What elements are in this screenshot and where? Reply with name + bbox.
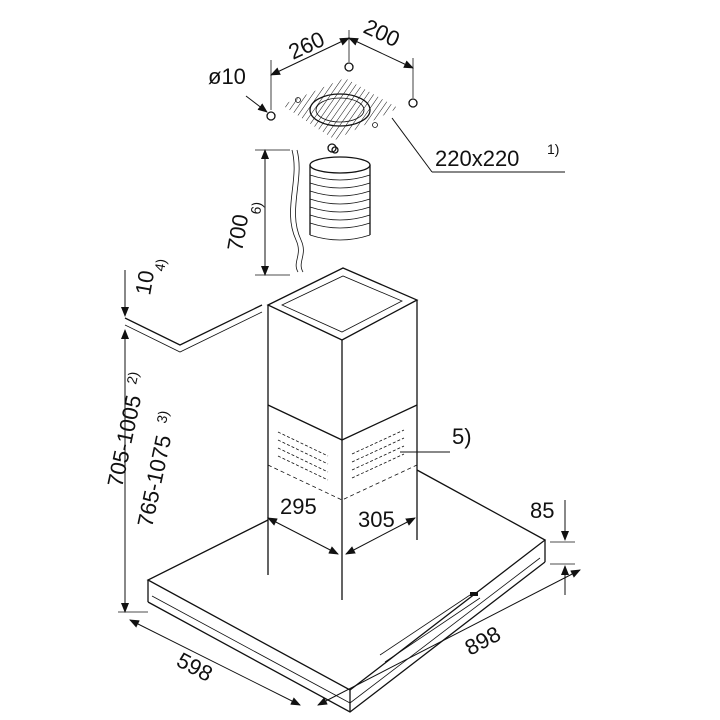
vent-note: 5) bbox=[452, 424, 472, 449]
height-range-2-note: 3) bbox=[153, 409, 171, 425]
cutout-size-label: 220x220 bbox=[435, 146, 519, 171]
duct-length-note: 6) bbox=[247, 200, 265, 215]
height-range-1-note: 2) bbox=[123, 370, 141, 386]
vent-slots bbox=[277, 429, 405, 481]
height-range-1-label: 705-1005 bbox=[102, 393, 146, 489]
bracket-width-label: 260 bbox=[285, 26, 329, 64]
duct-length-label: 700 bbox=[222, 212, 253, 253]
canopy-depth-label: 598 bbox=[173, 647, 217, 686]
duct-length-dimension bbox=[255, 149, 290, 276]
flexible-duct bbox=[309, 146, 371, 241]
height-range-2-label: 765-1075 bbox=[132, 433, 176, 529]
mounting-hole bbox=[266, 111, 276, 121]
hole-diameter-label: ø10 bbox=[208, 64, 246, 89]
mounting-hole bbox=[408, 98, 418, 108]
ceiling-gap-label: 10 bbox=[130, 268, 159, 296]
chimney-depth-label: 295 bbox=[280, 494, 317, 519]
canopy-width-label: 898 bbox=[461, 621, 505, 660]
ceiling-line bbox=[124, 304, 263, 346]
canopy-height-label: 85 bbox=[530, 498, 554, 523]
canopy-footprint-dimensions bbox=[129, 569, 581, 706]
height-dimension bbox=[118, 270, 148, 613]
ceiling-gap-note: 4) bbox=[151, 257, 169, 272]
power-cable bbox=[290, 149, 304, 273]
chimney bbox=[266, 267, 450, 600]
mounting-hole bbox=[344, 62, 354, 72]
chimney-width-label: 305 bbox=[358, 507, 395, 532]
bracket-dimensions bbox=[245, 30, 565, 173]
cutout-note: 1) bbox=[547, 141, 559, 157]
ceiling-mounting-plate bbox=[266, 62, 418, 153]
